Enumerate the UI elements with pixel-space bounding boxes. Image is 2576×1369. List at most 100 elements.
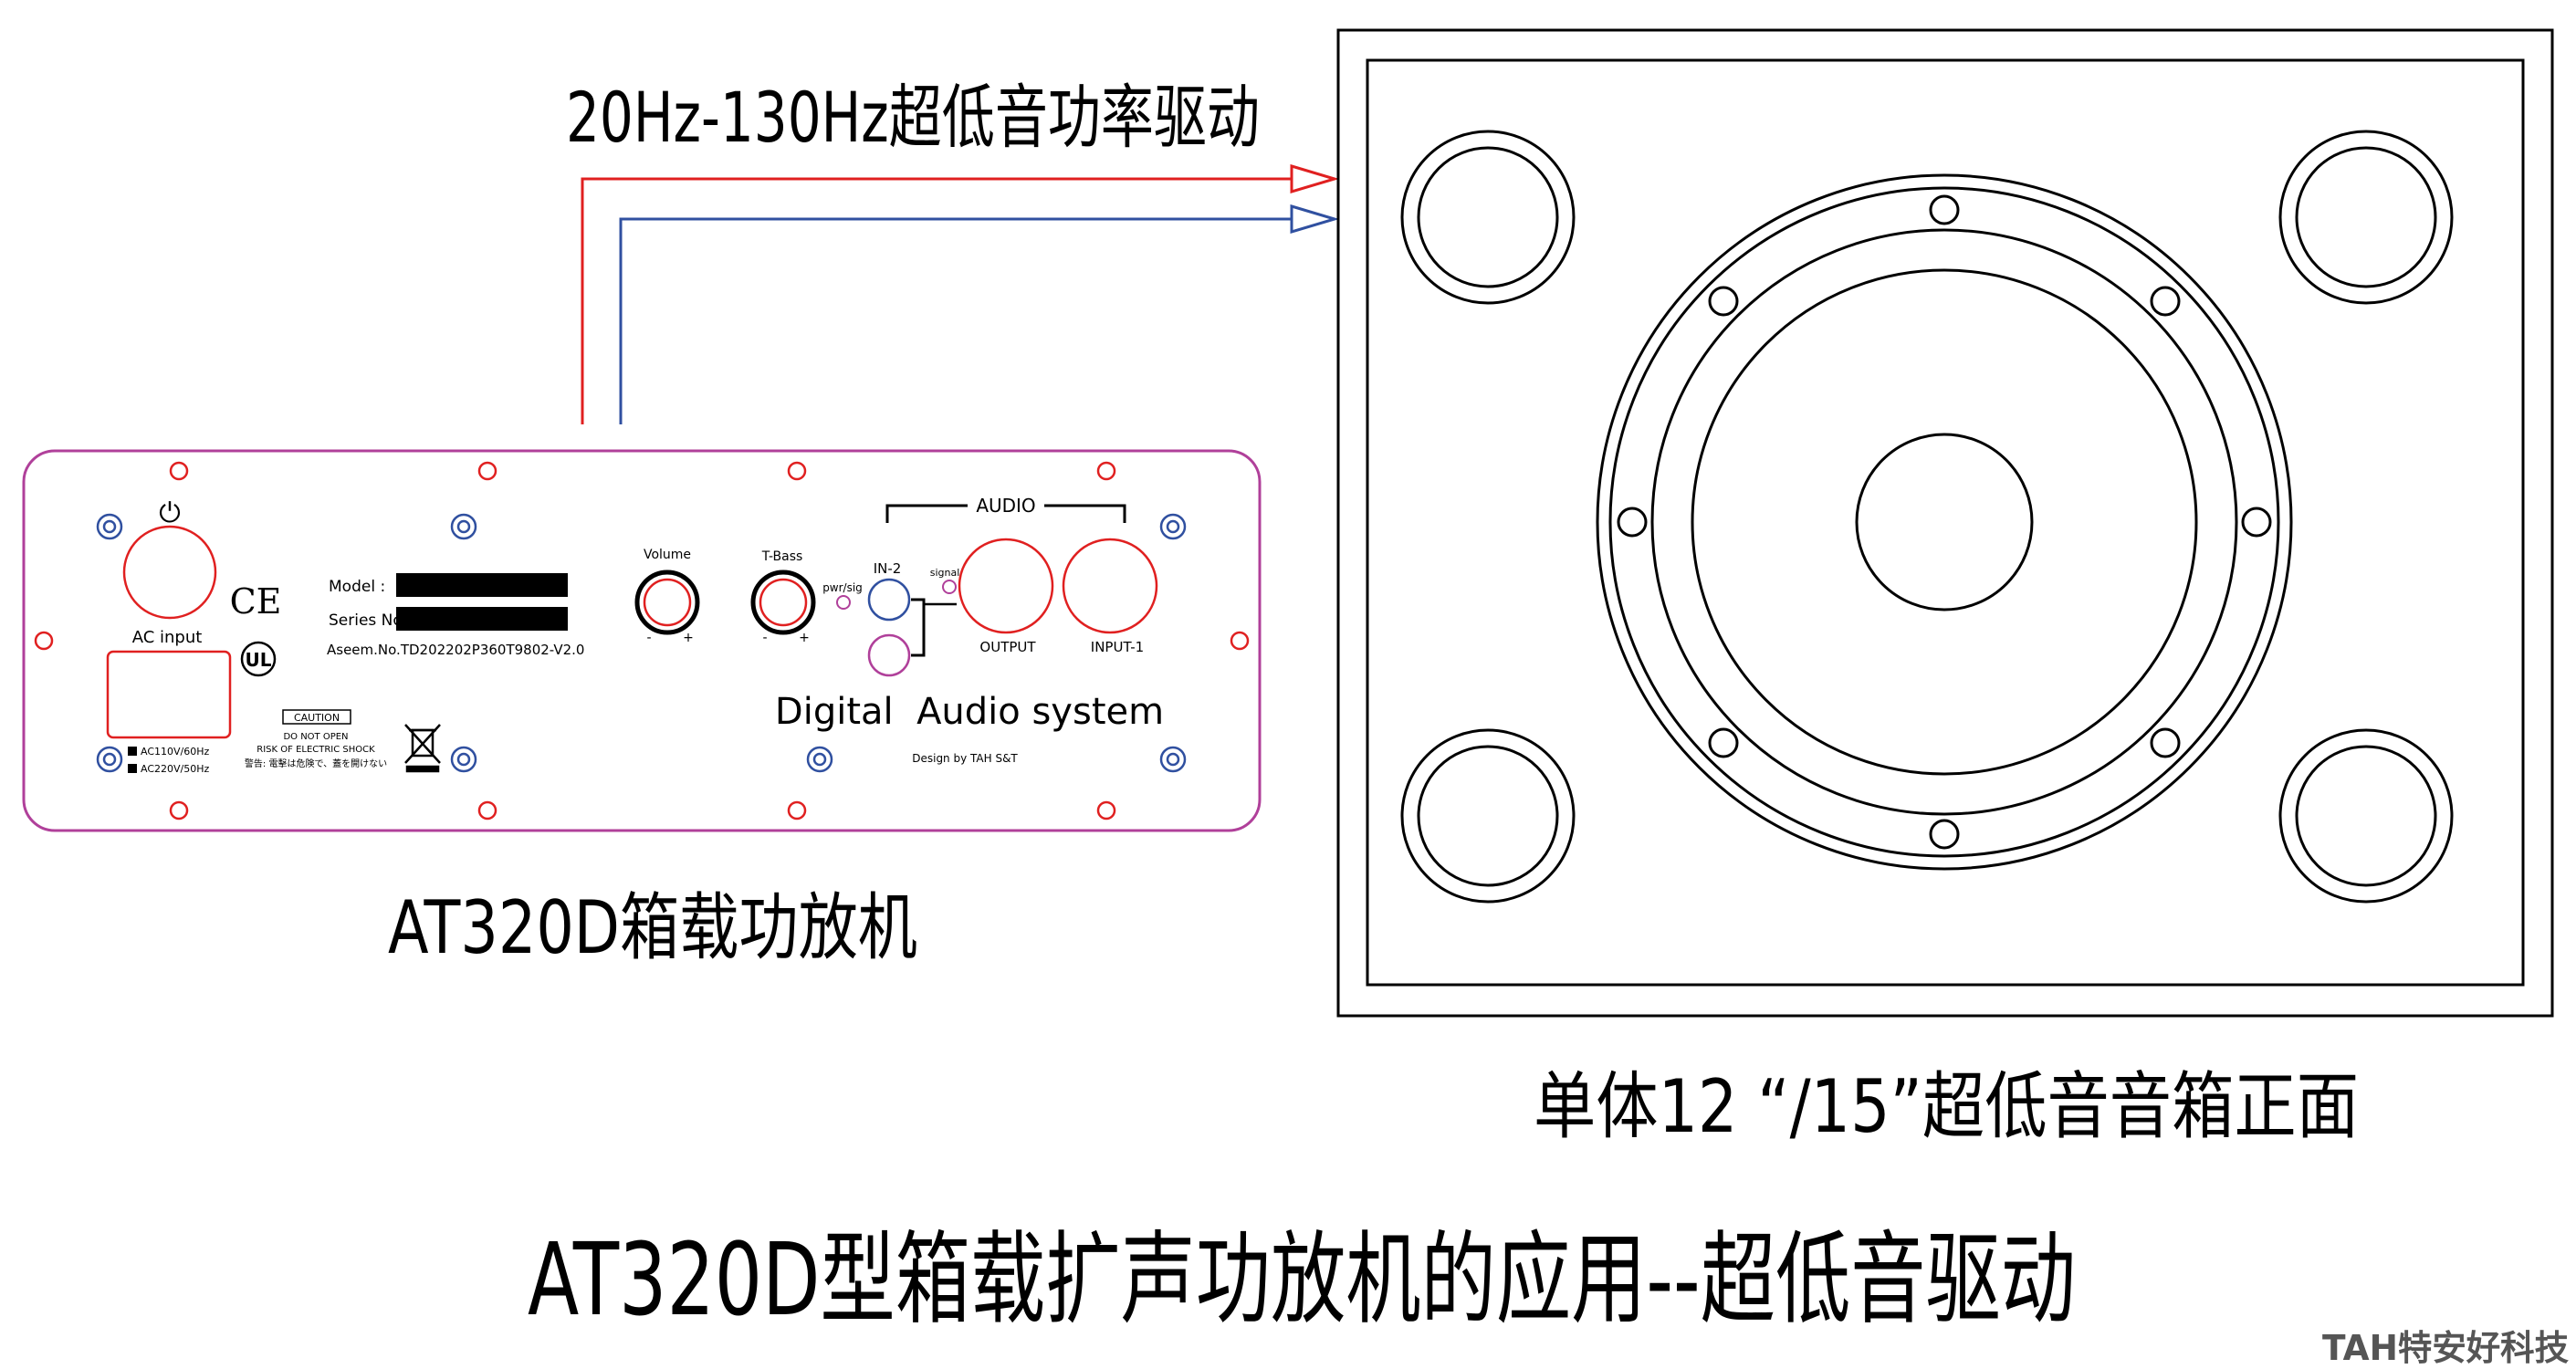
screw-hole	[169, 461, 189, 481]
blue-screw	[450, 746, 477, 773]
bass-port-top-left	[1400, 130, 1576, 305]
screw-hole	[1230, 631, 1250, 651]
series-label: Series No.	[329, 611, 407, 630]
voltage-220-checkbox[interactable]	[128, 764, 137, 773]
woofer-dust-cap	[1855, 433, 2034, 611]
blue-screw	[1159, 746, 1187, 773]
blue-screw	[1159, 513, 1187, 540]
voltage-110-label: AC110V/60Hz	[141, 746, 210, 758]
subwoofer-cabinet	[1336, 28, 2554, 1018]
ce-mark: CE	[230, 581, 282, 622]
voltage-110-checkbox[interactable]	[128, 747, 137, 756]
blue-screw	[450, 513, 477, 540]
in2-jack-bottom[interactable]	[867, 633, 911, 677]
power-icon: ⏻	[159, 497, 181, 529]
volume-label: Volume	[644, 548, 691, 562]
amp-caption: AT320D箱载功放机	[388, 885, 917, 970]
mounting-hole	[1708, 727, 1739, 758]
voltage-220-label: AC220V/50Hz	[141, 763, 210, 775]
mounting-hole	[1929, 819, 1960, 850]
watermark: TAH特安好科技	[2322, 1328, 2569, 1368]
screw-hole	[787, 800, 807, 820]
model-value-plate	[396, 573, 568, 597]
speaker-caption: 单体12 “/15”超低音音箱正面	[1534, 1064, 2359, 1149]
output-label: OUTPUT	[979, 639, 1036, 655]
input1-jack[interactable]	[1062, 538, 1158, 634]
design-by: Design by TAH S&T	[912, 752, 1018, 765]
blue-screw	[806, 746, 833, 773]
bass-port-bottom-right	[2278, 728, 2454, 904]
power-switch[interactable]	[122, 525, 217, 620]
cabinet-outer	[1336, 28, 2554, 1018]
weee-bin-icon	[404, 724, 441, 773]
tbass-minus: -	[762, 631, 767, 645]
pwr-sig-led	[836, 595, 851, 610]
amplifier-panel: ⏻ AC input AC110V/60Hz AC220V/50Hz CE UL…	[22, 449, 1262, 832]
ac-input-socket[interactable]	[106, 650, 232, 739]
red-wire	[581, 177, 1292, 424]
in2-jack-top[interactable]	[867, 578, 911, 622]
panel-outline	[22, 449, 1262, 832]
blue-screw	[96, 513, 123, 540]
audio-label: AUDIO	[976, 495, 1035, 517]
cabinet-inner	[1366, 58, 2525, 987]
bass-port-top-right	[2278, 130, 2454, 305]
tbass-knob[interactable]	[750, 570, 816, 635]
volume-minus: -	[646, 631, 651, 645]
bass-port-bottom-left	[1400, 728, 1576, 904]
mounting-hole	[1617, 507, 1648, 538]
screw-hole	[787, 461, 807, 481]
woofer-frame-inner	[1608, 186, 2280, 858]
tbass-plus: +	[799, 631, 810, 645]
screw-hole	[34, 631, 54, 651]
caution-line-1: DO NOT OPEN	[283, 732, 348, 742]
mounting-hole	[2150, 727, 2181, 758]
red-screw-holes	[34, 461, 1250, 820]
volume-knob[interactable]	[634, 570, 700, 635]
output-jack[interactable]	[958, 538, 1054, 634]
series-value-plate	[396, 607, 568, 631]
main-title: AT320D型箱载扩声功放机的应用--超低音驱动	[528, 1221, 2076, 1338]
aseem-number: Aseem.No.TD202202P360T9802-V2.0	[327, 642, 584, 658]
mounting-hole	[1708, 286, 1739, 317]
mounting-hole	[2241, 507, 2272, 538]
ul-mark: UL	[246, 649, 272, 671]
screw-hole	[1096, 461, 1116, 481]
woofer-surround	[1650, 228, 2238, 816]
blue-screw	[96, 746, 123, 773]
red-wire-arrow	[1290, 163, 1340, 194]
caution-line-2: RISK OF ELECTRIC SHOCK	[257, 745, 375, 755]
screw-hole	[169, 800, 189, 820]
in2-bracket	[911, 598, 926, 657]
screw-hole	[477, 461, 497, 481]
woofer-frame-outer	[1596, 173, 2293, 871]
mounting-hole	[2150, 286, 2181, 317]
woofer-mounting-holes	[1617, 194, 2272, 850]
tbass-label: T-Bass	[761, 549, 803, 564]
input1-label: INPUT-1	[1091, 639, 1144, 655]
woofer-cone	[1691, 268, 2198, 776]
signal-led	[942, 580, 957, 594]
signal-wires	[581, 163, 1340, 424]
screw-hole	[1096, 800, 1116, 820]
signal-led-label: signal	[930, 567, 960, 579]
audio-label-bg	[968, 493, 1044, 517]
in2-label: IN-2	[874, 560, 902, 577]
caution-title: CAUTION	[294, 712, 340, 724]
signal-label: 20Hz-130Hz超低音功率驱动	[566, 77, 1260, 158]
blue-wire-arrow	[1290, 204, 1340, 235]
caution-box	[282, 709, 351, 725]
woofer-driver	[1596, 173, 2293, 871]
pwr-sig-label: pwr/sig	[822, 581, 863, 594]
mounting-hole	[1929, 194, 1960, 225]
volume-plus: +	[683, 631, 694, 645]
system-name: Digital Audio system	[775, 691, 1164, 733]
ac-input-label: AC input	[132, 628, 203, 647]
blue-wire	[619, 217, 1292, 424]
screw-hole	[477, 800, 497, 820]
blue-screws	[96, 513, 1187, 773]
ul-mark-circle	[240, 641, 277, 677]
caution-line-3: 警告: 電擊は危険で、蓋を開けない	[245, 758, 387, 769]
model-label: Model :	[329, 578, 385, 596]
